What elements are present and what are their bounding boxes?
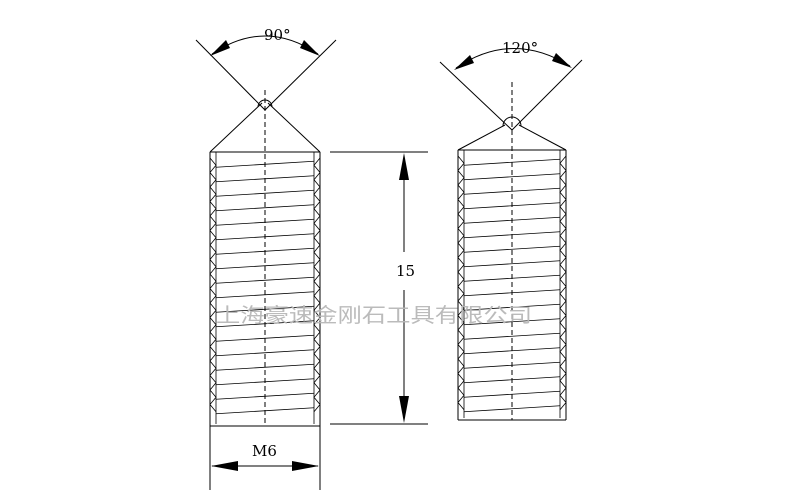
- left-thread-profile-left: [209, 157, 217, 413]
- length-arrow-bottom: [399, 396, 409, 423]
- right-cone-left: [457, 124, 506, 151]
- left-angle-arrow-right: [300, 40, 320, 56]
- left-thread-helix: [215, 262, 315, 270]
- left-ext-line-2: [264, 39, 337, 111]
- left-thread-helix: [215, 204, 315, 212]
- right-thread-profile-left: [457, 155, 465, 411]
- left-screw: [195, 35, 337, 427]
- left-ext-line-1: [195, 39, 266, 111]
- right-angle-arrow-left: [454, 55, 474, 70]
- right-thread-helix: [463, 405, 561, 413]
- left-thread-helix: [215, 363, 315, 371]
- diameter-arrow-left: [211, 461, 238, 471]
- right-screw: [439, 48, 583, 421]
- left-cone-left: [209, 102, 263, 153]
- watermark-text: 上海豪速金刚石工具有限公司: [216, 303, 532, 327]
- right-thread-helix: [463, 187, 561, 195]
- length-dimension: [330, 151, 428, 425]
- left-angle-arrow-left: [210, 40, 230, 56]
- right-ext-line-2: [511, 59, 583, 131]
- diameter-dimension: [209, 426, 321, 490]
- left-cone-right: [267, 102, 321, 153]
- right-ext-line-1: [439, 61, 513, 131]
- right-cone-right: [518, 124, 567, 151]
- diameter-label: M6: [252, 442, 277, 460]
- left-thread-profile-right: [313, 157, 321, 413]
- right-thread-helix: [463, 318, 561, 326]
- left-thread-helix: [215, 349, 315, 357]
- right-thread-helix: [463, 173, 561, 181]
- right-thread-helix: [463, 245, 561, 253]
- right-thread-helix: [463, 332, 561, 340]
- left-thread-helix: [215, 189, 315, 197]
- right-angle-arrow-right: [552, 53, 572, 68]
- left-angle-label: 90°: [264, 26, 291, 44]
- right-thread-helix: [463, 260, 561, 268]
- diameter-arrow-right: [292, 461, 319, 471]
- left-thread-helix: [215, 276, 315, 284]
- length-arrow-top: [399, 153, 409, 180]
- right-thread-profile-right: [559, 155, 567, 411]
- length-label: 15: [396, 262, 415, 280]
- right-angle-label: 120°: [502, 39, 538, 57]
